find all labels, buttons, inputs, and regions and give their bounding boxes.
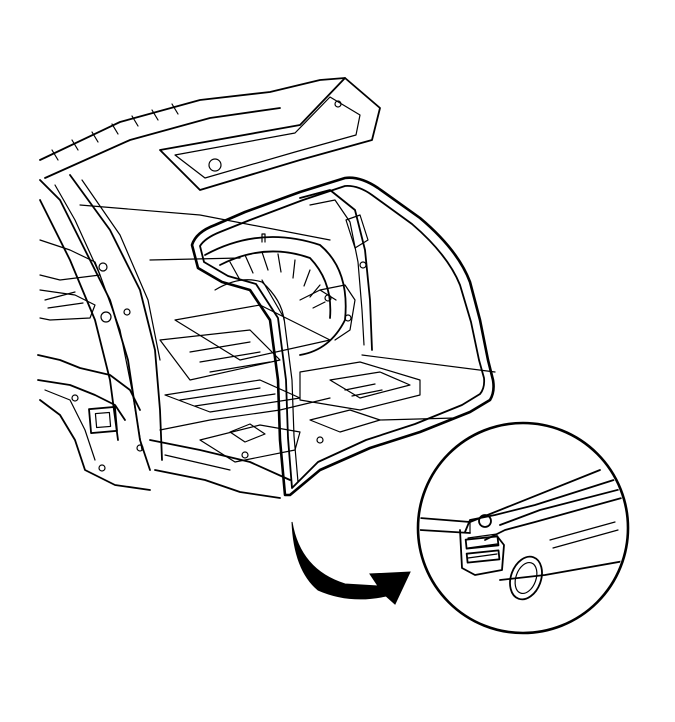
detail-pointer-arrow bbox=[291, 521, 411, 605]
liftgate-opening-weatherstrip bbox=[190, 176, 495, 497]
weatherstrip-cross-section-detail bbox=[416, 421, 630, 635]
vehicle-body-rear bbox=[37, 77, 496, 499]
